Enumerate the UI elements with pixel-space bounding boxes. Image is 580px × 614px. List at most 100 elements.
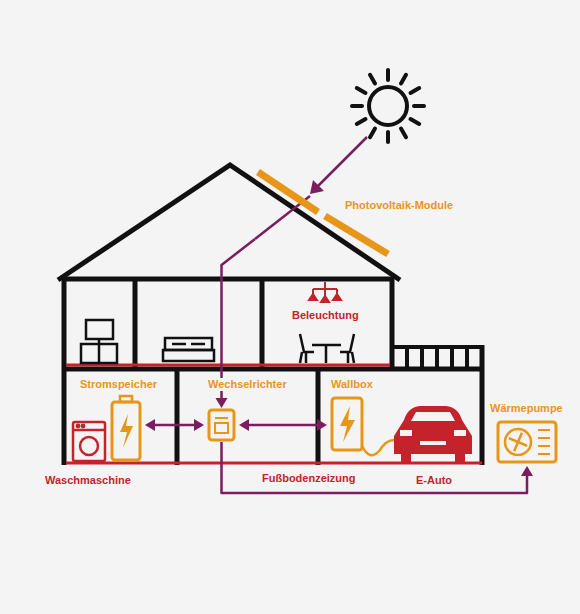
drawing-part [73, 429, 105, 432]
sun-ray [370, 129, 375, 138]
charging-cable [362, 440, 394, 455]
connector [222, 442, 534, 493]
drawing-part [309, 294, 341, 302]
drawing-part [362, 440, 394, 455]
drawing-part [133, 279, 138, 369]
drawing-part [390, 277, 395, 369]
drawing-part [165, 338, 212, 350]
inverter-box [209, 410, 234, 440]
connector [145, 419, 204, 431]
drawing-part [394, 406, 472, 462]
sun-ray [411, 88, 420, 93]
drawing-part [82, 425, 84, 427]
drawing-part [300, 334, 314, 363]
connector-line [222, 442, 528, 493]
heatpump-grille [538, 453, 550, 455]
storage-battery-icon [110, 396, 142, 462]
drawing-part [310, 180, 324, 194]
heatpump-grille [538, 437, 550, 439]
heat-pump: Wärmepumpe [496, 420, 558, 464]
wallbox-bolt [340, 406, 355, 442]
sun-ray [401, 75, 406, 84]
drawing-part [80, 437, 98, 455]
table-chairs [300, 334, 354, 363]
battery-body [112, 402, 140, 460]
fan-blade [518, 442, 527, 446]
drawing-part [435, 347, 439, 369]
connector [239, 419, 327, 431]
drawing-part [420, 347, 424, 369]
sun-ray [352, 104, 362, 108]
drawing-part [400, 430, 412, 436]
wallbox-icon [330, 396, 364, 452]
pv-modules-icon [255, 168, 392, 258]
drawing-part [411, 412, 455, 421]
drawing-part [86, 320, 113, 339]
arrowhead [145, 419, 155, 431]
pv-panel [258, 172, 318, 212]
drawing-part [98, 344, 101, 363]
fan-blade [509, 438, 518, 442]
drawing-part [172, 343, 186, 346]
node-label: Wechselrichter [206, 378, 289, 391]
drawing-part [450, 347, 454, 369]
floor-lines [66, 365, 482, 463]
arrowhead [216, 398, 228, 408]
drawing-part [191, 343, 205, 346]
drawing-part [316, 369, 321, 465]
heat-pump-icon [496, 420, 558, 464]
node-label: Stromspeicher [80, 378, 157, 391]
arrowhead [317, 419, 327, 431]
fan-blade [514, 442, 518, 451]
drawing-part [340, 334, 354, 363]
arrowhead [239, 419, 249, 431]
connector-line [245, 424, 321, 427]
sun-ray [370, 75, 375, 84]
bed [163, 338, 214, 361]
drawing-part [316, 137, 367, 188]
pv-modules: Photovoltaik-Module [255, 168, 392, 258]
drawing-part [81, 344, 117, 363]
sun-ray [411, 119, 420, 124]
sun-ray [414, 104, 424, 108]
heatpump-grille [538, 429, 550, 431]
drawing-part [325, 345, 328, 363]
drawing-part [58, 165, 400, 280]
room-label: Beleuchtung [292, 309, 359, 322]
node-label: Photovoltaik-Module [345, 199, 453, 212]
heatpump-fan [505, 429, 531, 455]
drawing-part [62, 277, 392, 282]
car-label: E-Auto [416, 474, 452, 487]
inverter: Wechselrichter [207, 408, 236, 442]
drawing-part [260, 279, 265, 369]
drawing-part [420, 441, 446, 445]
wallbox: Wallbox [330, 396, 364, 452]
chandelier [309, 282, 341, 302]
drawing-part [454, 430, 466, 436]
house-outline [58, 165, 484, 465]
storage-battery: Stromspeicher [110, 396, 142, 462]
washing-machine [73, 422, 105, 461]
inverter-detail [215, 423, 228, 433]
drawing-part [352, 70, 424, 142]
drawing-part [369, 87, 407, 125]
drawing-part [465, 347, 469, 369]
arrowhead [521, 466, 533, 476]
drawing-part [66, 462, 482, 465]
connector-line [151, 424, 198, 427]
drawing-part [77, 425, 79, 427]
balcony-railing [392, 347, 484, 369]
e-car [394, 406, 472, 462]
drawing-part [175, 369, 180, 465]
sun-ray [357, 88, 366, 93]
sun-ray [401, 129, 406, 138]
inverter-detail [215, 417, 228, 419]
pv-wire [255, 137, 367, 239]
node-label: Wallbox [331, 378, 373, 391]
drawing-part [73, 422, 105, 461]
wallbox-body [332, 398, 362, 450]
drawing-part [480, 345, 485, 465]
pv-panel [325, 216, 388, 254]
